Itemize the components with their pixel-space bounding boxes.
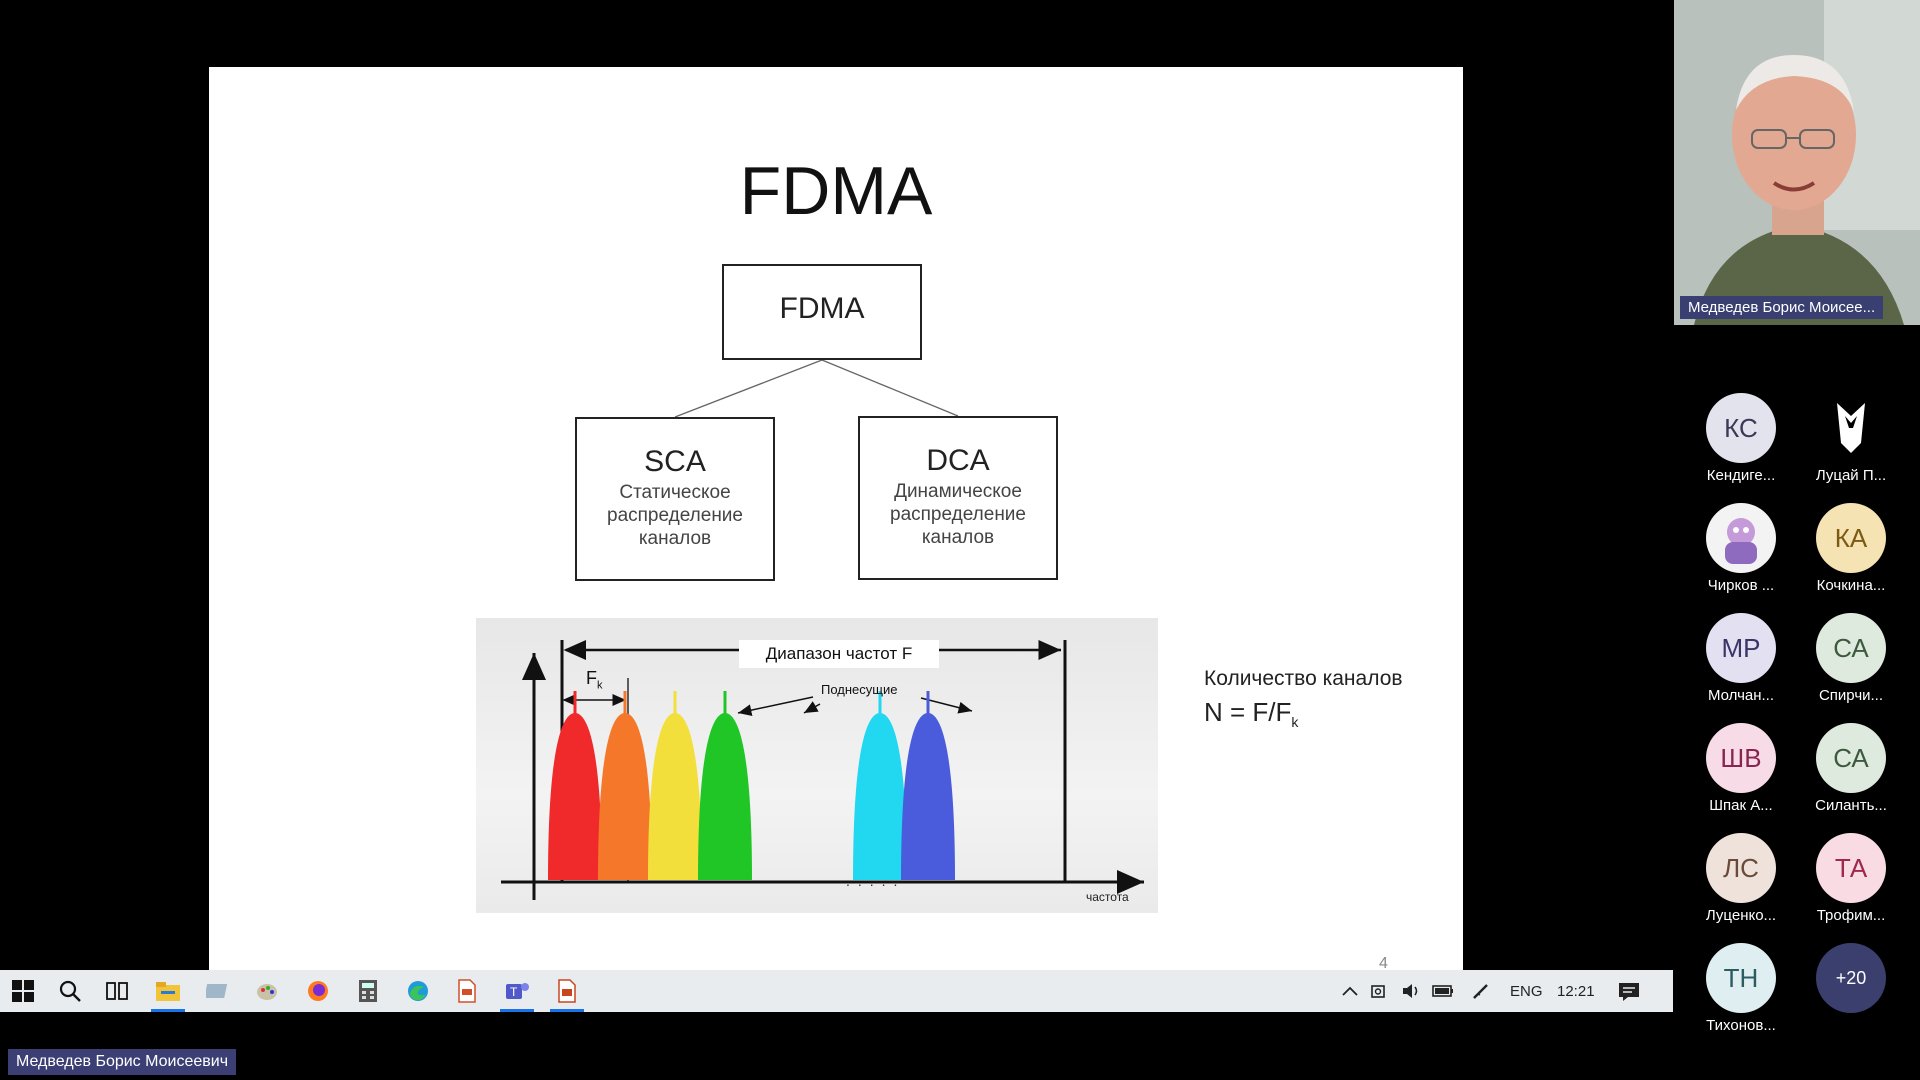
volume-icon[interactable] (1396, 976, 1426, 1006)
participant-name: Шпак А... (1709, 797, 1773, 814)
sca-desc-line: Статическое (619, 482, 731, 503)
participant-tile[interactable]: КС Кендиге... (1686, 393, 1796, 493)
speaker-name-label: Медведев Борис Моисее... (1680, 296, 1884, 319)
formula-sub: k (1291, 714, 1299, 731)
windows-start-icon[interactable] (8, 976, 38, 1006)
participant-name: Молчан... (1707, 687, 1775, 704)
notifications-icon[interactable] (1614, 976, 1644, 1006)
frequency-range-label: Диапазон частот F (739, 640, 939, 668)
dca-desc-line: каналов (921, 527, 995, 548)
app-icon[interactable] (203, 976, 233, 1006)
spectrum-drawing (501, 640, 1144, 900)
root-box-label: FDMA (779, 292, 865, 325)
participant-avatar: СА (1816, 613, 1886, 683)
speaker-video-image (1674, 0, 1920, 325)
file-explorer-icon[interactable] (153, 976, 183, 1006)
participant-tile[interactable]: Чирков ... (1686, 503, 1796, 603)
fk-label: Fk (586, 668, 603, 692)
fdma-root-box: FDMA (722, 264, 922, 360)
participant-avatar: ТА (1816, 833, 1886, 903)
dca-desc-line: Динамическое (894, 481, 1022, 502)
subcarriers-label: Поднесущие (821, 682, 898, 697)
sca-desc-line: каналов (638, 528, 712, 549)
active-app-indicator (151, 1009, 185, 1012)
task-view-icon[interactable] (102, 976, 132, 1006)
cartoon-avatar-icon (1725, 518, 1757, 564)
active-app-indicator (550, 1009, 584, 1012)
participant-name: Трофим... (1816, 907, 1886, 924)
tuxedo-avatar-icon (1837, 403, 1865, 453)
participant-tile[interactable]: ШВ Шпак А... (1686, 723, 1796, 823)
slide-title: FDMA (739, 153, 933, 229)
participant-name: Кендиге... (1706, 467, 1776, 484)
participant-tile[interactable]: СА Спирчи... (1796, 613, 1906, 713)
sca-desc-line: распределение (607, 505, 743, 526)
firefox-icon[interactable] (303, 976, 333, 1006)
participant-avatar: ШВ (1706, 723, 1776, 793)
dca-box: DCA Динамическое распределение каналов (858, 416, 1058, 580)
participant-avatar (1706, 503, 1776, 573)
search-icon[interactable] (55, 976, 85, 1006)
participant-tile[interactable]: КА Кочкина... (1796, 503, 1906, 603)
speaker-video-tile[interactable]: Медведев Борис Моисее... (1674, 0, 1920, 325)
participant-avatar: СА (1816, 723, 1886, 793)
participant-tile[interactable]: ТА Трофим... (1796, 833, 1906, 933)
svg-text:T: T (510, 985, 518, 999)
taskbar-clock[interactable]: 12:21 (1557, 983, 1595, 1000)
participant-name: Луцай П... (1815, 467, 1887, 484)
participant-avatar (1816, 393, 1886, 463)
dca-abbr: DCA (926, 444, 990, 477)
active-app-indicator (500, 1009, 534, 1012)
hierarchy-lines (674, 359, 959, 418)
participant-avatar: КС (1706, 393, 1776, 463)
ellipsis-dots: ..... (846, 873, 906, 889)
participant-tile[interactable]: ТН Тихонов... (1686, 943, 1796, 1043)
slide-page-number: 4 (1379, 955, 1388, 970)
subcarrier-pointer (803, 701, 821, 714)
participant-tile[interactable]: СА Силанть... (1796, 723, 1906, 823)
dca-description: Динамическое распределение каналов (860, 480, 1056, 549)
pen-icon[interactable] (1466, 976, 1496, 1006)
participant-name: Тихонов... (1706, 1017, 1776, 1034)
presentation-slide: FDMA FDMA SCA Статическое распределение … (209, 67, 1463, 970)
teams-icon[interactable]: T (502, 976, 532, 1006)
pdf-document-icon[interactable] (452, 976, 482, 1006)
participant-name: Силанть... (1815, 797, 1887, 814)
subcarrier-pointer (737, 696, 814, 717)
battery-icon[interactable] (1428, 976, 1458, 1006)
presentation-file-icon[interactable] (552, 976, 582, 1006)
channel-count-label: Количество каналов (1204, 667, 1403, 690)
more-participants-button[interactable]: +20 (1816, 943, 1886, 1013)
participant-avatar: ТН (1706, 943, 1776, 1013)
frequency-axis-label: частота (1086, 890, 1129, 904)
sca-description: Статическое распределение каналов (577, 481, 773, 550)
sca-box: SCA Статическое распределение каналов (575, 417, 775, 581)
fk-label-sub: k (597, 679, 603, 692)
participant-name: Чирков ... (1707, 577, 1775, 594)
presenter-name-banner: Медведев Борис Моисеевич (8, 1049, 237, 1075)
frequency-spectrum-figure: Диапазон частот F Fk Поднесущие ..... ча… (476, 618, 1158, 913)
fk-label-main: F (586, 668, 597, 688)
windows-taskbar: T ENG 12:21 (0, 970, 1673, 1012)
participant-tile[interactable]: Луцай П... (1796, 393, 1906, 493)
formula-main: N = F/F (1204, 697, 1292, 727)
participant-avatar: МР (1706, 613, 1776, 683)
participant-avatar: КА (1816, 503, 1886, 573)
paint-icon[interactable] (253, 976, 283, 1006)
camera-icon[interactable] (1365, 976, 1395, 1006)
participant-name: Кочкина... (1816, 577, 1886, 594)
participant-name: Луценко... (1705, 907, 1777, 924)
calculator-icon[interactable] (353, 976, 383, 1006)
participant-name: Спирчи... (1818, 687, 1884, 704)
sca-abbr: SCA (644, 445, 706, 478)
participant-tile[interactable]: МР Молчан... (1686, 613, 1796, 713)
participant-avatar: ЛС (1706, 833, 1776, 903)
input-language-indicator[interactable]: ENG (1510, 983, 1543, 1000)
chevron-up-icon[interactable] (1335, 976, 1365, 1006)
edge-browser-icon[interactable] (403, 976, 433, 1006)
channel-count-formula: N = F/Fk (1204, 697, 1298, 730)
dca-desc-line: распределение (890, 504, 1026, 525)
participant-tile[interactable]: ЛС Луценко... (1686, 833, 1796, 933)
